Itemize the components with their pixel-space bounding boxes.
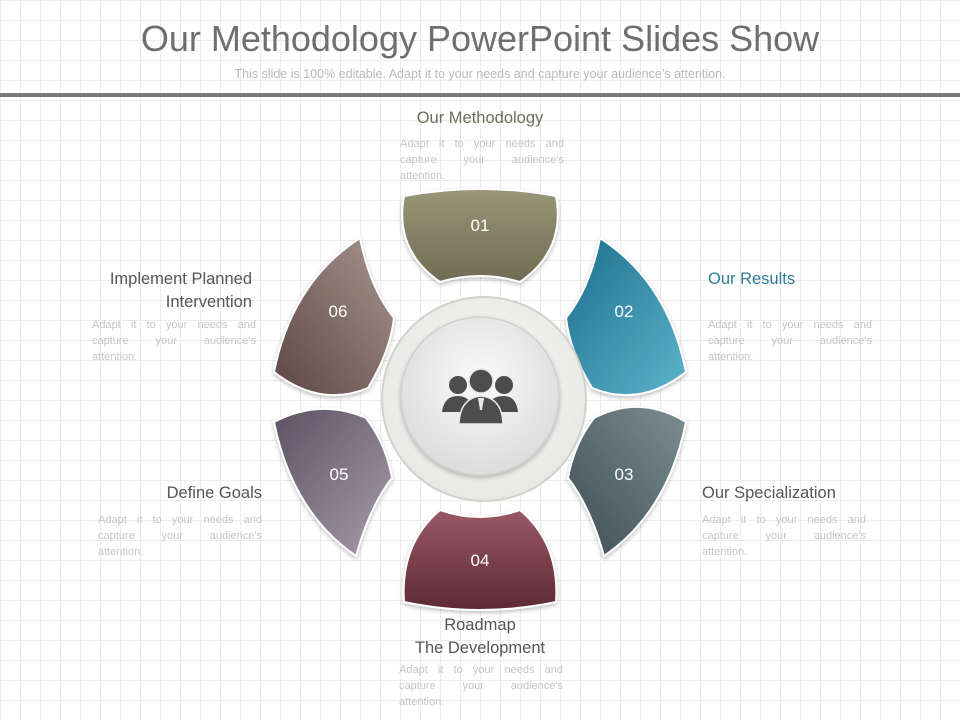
step-label-04: Roadmap The Development: [414, 616, 546, 657]
step-number-06: 06: [329, 302, 348, 321]
segment-03[interactable]: [566, 405, 688, 558]
header-rule: [0, 93, 960, 97]
segment-06[interactable]: [272, 236, 396, 397]
segment-05[interactable]: [272, 408, 394, 558]
step-label-03: Our Specialization: [702, 484, 836, 502]
slide-title: Our Methodology PowerPoint Slides Show: [140, 18, 820, 59]
step-number-02: 02: [615, 302, 634, 321]
step-number-05: 05: [330, 465, 349, 484]
step-label-01: Our Methodology: [416, 109, 544, 127]
step-label-02: Our Results: [708, 270, 796, 288]
step-description-03: Adapt it to your needs and capture your …: [702, 514, 866, 558]
step-number-04: 04: [471, 551, 490, 570]
segment-02[interactable]: [564, 236, 688, 397]
step-number-03: 03: [615, 465, 634, 484]
step-description-05: Adapt it to your needs and capture your …: [98, 514, 262, 558]
step-description-04: Adapt it to your needs and capture your …: [399, 664, 563, 708]
step-label-06: Implement Planned Intervention: [109, 270, 252, 311]
step-description-01: Adapt it to your needs and capture your …: [400, 138, 564, 182]
segment-04[interactable]: [402, 508, 558, 611]
step-description-02: Adapt it to your needs and capture your …: [708, 319, 872, 363]
step-label-05: Define Goals: [166, 484, 262, 502]
step-description-06: Adapt it to your needs and capture your …: [92, 319, 256, 363]
segments: [272, 188, 688, 611]
slide-subtitle: This slide is 100% editable. Adapt it to…: [234, 67, 726, 81]
team-people-icon: [442, 368, 518, 425]
segment-01[interactable]: [401, 188, 559, 284]
step-number-01: 01: [471, 216, 490, 235]
